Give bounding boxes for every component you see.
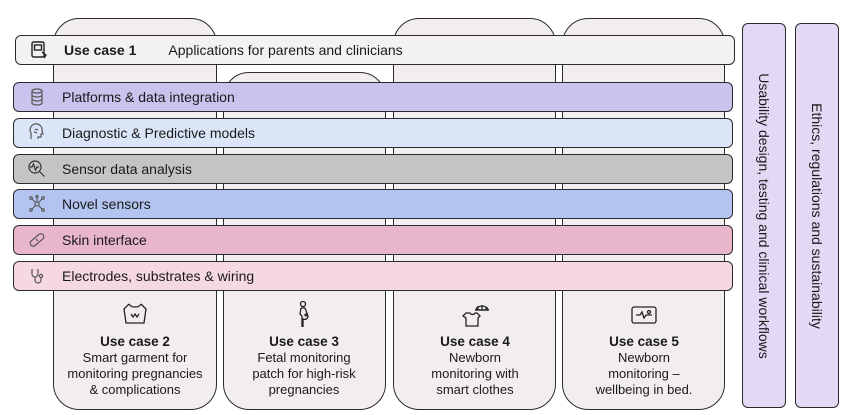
layer-label: Novel sensors — [62, 196, 151, 212]
layer-diagnostic-models: Diagnostic & Predictive models — [13, 118, 733, 148]
use-case-line: Newborn — [448, 350, 502, 365]
pregnant-woman-icon — [222, 296, 386, 330]
use-case-line: Smart garment for — [82, 350, 188, 365]
use-case-line: Fetal monitoring — [257, 350, 351, 365]
brain-head-icon — [24, 120, 50, 146]
use-case-line: monitoring – — [608, 366, 680, 381]
use-case-title: Use case 2 — [100, 334, 170, 349]
ethics-label: Ethics, regulations and sustainability — [809, 102, 825, 329]
layer-label: Electrodes, substrates & wiring — [62, 268, 255, 284]
use-case-line: & complications — [89, 382, 181, 397]
use-case-1-label: Use case 1 — [64, 42, 137, 58]
use-case-2: Use case 2 Smart garment for monitoring … — [53, 296, 217, 398]
garment-icon — [53, 296, 217, 330]
layer-skin-interface: Skin interface — [13, 225, 733, 255]
ethics-bar: Ethics, regulations and sustainability — [795, 23, 839, 408]
layer-electrodes: Electrodes, substrates & wiring — [13, 261, 733, 291]
use-case-1-title: Applications for parents and clinicians — [168, 42, 403, 58]
use-case-1-band: Use case 1 Applications for parents and … — [15, 35, 735, 65]
use-case-title: Use case 3 — [269, 334, 339, 349]
use-case-3: Use case 3 Fetal monitoring patch for hi… — [222, 296, 386, 398]
signal-magnifier-icon — [24, 156, 50, 182]
use-case-line: patch for high-risk — [252, 366, 356, 381]
use-case-line: smart clothes — [436, 382, 514, 397]
layer-label: Diagnostic & Predictive models — [62, 125, 255, 141]
use-case-line: Newborn — [617, 350, 671, 365]
use-case-line: monitoring with — [431, 366, 519, 381]
layer-novel-sensors: Novel sensors — [13, 189, 733, 219]
network-nodes-icon — [24, 191, 50, 217]
layer-label: Platforms & data integration — [62, 89, 235, 105]
use-case-title: Use case 4 — [440, 334, 510, 349]
tablet-app-icon — [26, 37, 52, 63]
use-case-line: pregnancies — [268, 382, 340, 397]
layer-platforms: Platforms & data integration — [13, 82, 733, 112]
use-case-5: Use case 5 Newborn monitoring – wellbein… — [562, 296, 726, 398]
layer-label: Skin interface — [62, 232, 147, 248]
layer-sensor-analysis: Sensor data analysis — [13, 154, 733, 184]
stethoscope-icon — [24, 263, 50, 289]
use-case-line: wellbeing in bed. — [595, 382, 693, 397]
use-case-line: monitoring pregnancies — [67, 366, 203, 381]
usability-label: Usability design, testing and clinical w… — [756, 72, 772, 359]
baby-clothes-icon — [393, 296, 557, 330]
bandage-icon — [24, 227, 50, 253]
database-icon — [24, 84, 50, 110]
bed-monitor-icon — [562, 296, 726, 330]
use-case-title: Use case 5 — [609, 334, 679, 349]
layer-label: Sensor data analysis — [62, 161, 192, 177]
usability-bar: Usability design, testing and clinical w… — [742, 23, 786, 408]
use-case-4: Use case 4 Newborn monitoring with smart… — [393, 296, 557, 398]
